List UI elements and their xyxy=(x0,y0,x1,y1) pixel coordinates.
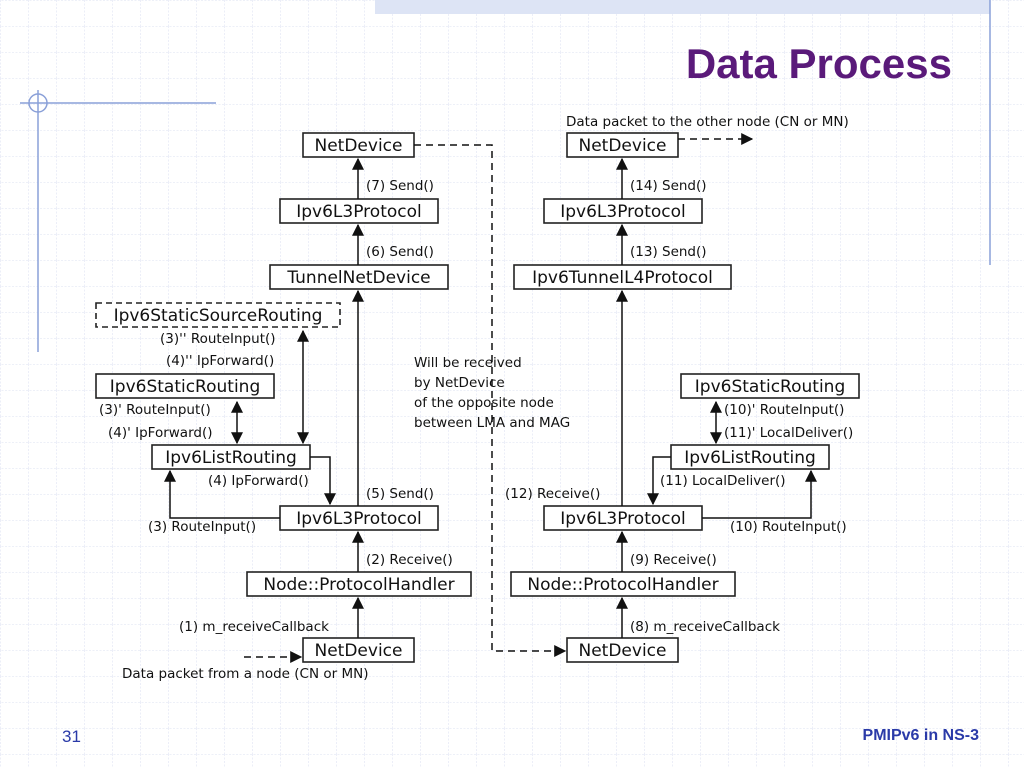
right-static-routing-label: Ipv6StaticRouting xyxy=(695,377,845,397)
left-source-routing-label: Ipv6StaticSourceRouting xyxy=(114,306,323,326)
label-from-node: Data packet from a node (CN or MN) xyxy=(122,666,368,682)
left-list-routing-label: Ipv6ListRouting xyxy=(165,448,297,468)
label-receive9: (9) Receive() xyxy=(630,552,717,568)
arrow-routeinput3 xyxy=(164,469,280,519)
slide-number: 31 xyxy=(62,727,81,746)
arrow-routeinput10 xyxy=(702,469,817,519)
label-routeinput10: (10) RouteInput() xyxy=(730,519,847,535)
right-netdevice-top: NetDevice xyxy=(566,132,679,158)
label-send6: (6) Send() xyxy=(366,244,434,260)
left-ipv6l3protocol-top: Ipv6L3Protocol xyxy=(279,198,439,224)
right-ipv6staticrouting: Ipv6StaticRouting xyxy=(680,373,860,399)
right-protocolhandler: Node::ProtocolHandler xyxy=(510,571,736,597)
right-ipv6tunnell4protocol: Ipv6TunnelL4Protocol xyxy=(513,264,732,290)
left-l3-bottom-label: Ipv6L3Protocol xyxy=(296,509,421,529)
right-tunnel-l4-label: Ipv6TunnelL4Protocol xyxy=(532,268,713,288)
left-tunnel-label: TunnelNetDevice xyxy=(286,268,430,288)
label-localdeliver11p: (11)' LocalDeliver() xyxy=(724,425,853,441)
left-protocolhandler: Node::ProtocolHandler xyxy=(246,571,472,597)
label-routeinput3p: (3)' RouteInput() xyxy=(99,402,211,418)
left-netdevice-top: NetDevice xyxy=(302,132,415,158)
crosshair-icon xyxy=(28,93,48,113)
right-netdevice-top-label: NetDevice xyxy=(579,136,667,156)
label-receive2: (2) Receive() xyxy=(366,552,453,568)
right-netdevice-bottom-label: NetDevice xyxy=(579,641,667,661)
note-line-1: Will be received xyxy=(414,355,522,371)
left-netdevice-bottom: NetDevice xyxy=(302,637,415,663)
label-ipforward4: (4) IpForward() xyxy=(208,473,309,489)
label-send5: (5) Send() xyxy=(366,486,434,502)
note-line-2: by NetDevice xyxy=(414,375,505,391)
right-netdevice-bottom: NetDevice xyxy=(566,637,679,663)
left-netdevice-top-label: NetDevice xyxy=(315,136,403,156)
right-ipv6listrouting: Ipv6ListRouting xyxy=(670,444,830,470)
left-static-routing-label: Ipv6StaticRouting xyxy=(110,377,260,397)
label-callback8: (8) m_receiveCallback xyxy=(630,619,780,635)
left-l3-top-label: Ipv6L3Protocol xyxy=(296,202,421,222)
right-ipv6l3protocol-bottom: Ipv6L3Protocol xyxy=(543,505,703,531)
label-send7: (7) Send() xyxy=(366,178,434,194)
label-send14: (14) Send() xyxy=(630,178,707,194)
right-ipv6l3protocol-top: Ipv6L3Protocol xyxy=(543,198,703,224)
arrow-localdeliver11 xyxy=(647,456,671,506)
left-handler-label: Node::ProtocolHandler xyxy=(263,575,454,595)
slide-footer: PMIPv6 in NS-3 xyxy=(862,727,979,744)
label-ipforward4pp: (4)'' IpForward() xyxy=(166,353,274,369)
label-callback1: (1) m_receiveCallback xyxy=(179,619,329,635)
label-receive12: (12) Receive() xyxy=(505,486,600,502)
label-localdeliver11: (11) LocalDeliver() xyxy=(660,473,786,489)
label-to-node: Data packet to the other node (CN or MN) xyxy=(566,114,849,130)
right-l3-top-label: Ipv6L3Protocol xyxy=(560,202,685,222)
left-ipv6staticsourcerouting: Ipv6StaticSourceRouting xyxy=(95,302,341,328)
left-netdevice-bottom-label: NetDevice xyxy=(315,641,403,661)
note-line-3: of the opposite node xyxy=(414,395,554,411)
left-tunnelnetdevice: TunnelNetDevice xyxy=(269,264,449,290)
arrow-ipforward4 xyxy=(310,456,336,506)
label-send13: (13) Send() xyxy=(630,244,707,260)
slide-title: Data Process xyxy=(685,40,952,87)
note-line-4: between LMA and MAG xyxy=(414,415,570,431)
left-ipv6l3protocol-bottom: Ipv6L3Protocol xyxy=(279,505,439,531)
left-ipv6staticrouting: Ipv6StaticRouting xyxy=(95,373,275,399)
label-routeinput3pp: (3)'' RouteInput() xyxy=(160,331,276,347)
label-routeinput3: (3) RouteInput() xyxy=(148,519,256,535)
right-handler-label: Node::ProtocolHandler xyxy=(527,575,718,595)
right-l3-bottom-label: Ipv6L3Protocol xyxy=(560,509,685,529)
arrow-tunnel-link xyxy=(414,144,567,657)
label-routeinput10p: (10)' RouteInput() xyxy=(724,402,844,418)
right-list-routing-label: Ipv6ListRouting xyxy=(684,448,816,468)
label-ipforward4p: (4)' IpForward() xyxy=(108,425,213,441)
top-bar xyxy=(375,0,990,14)
left-ipv6listrouting: Ipv6ListRouting xyxy=(151,444,311,470)
